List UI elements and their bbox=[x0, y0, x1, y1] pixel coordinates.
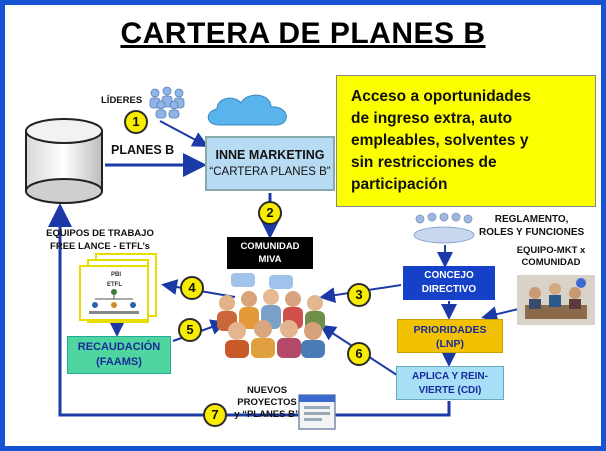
team-card-front: PBI ETFL bbox=[79, 265, 149, 321]
inne-subtitle: “CARTERA PLANES B” bbox=[209, 166, 331, 178]
recaudacion-box: RECAUDACIÓN (FAAMS) bbox=[67, 336, 171, 374]
equipo-mkt-line: EQUIPO-MKT x bbox=[516, 245, 586, 256]
concejo-line: CONCEJO bbox=[424, 270, 474, 281]
step-7-badge: 7 bbox=[203, 403, 227, 427]
step-5-badge: 5 bbox=[178, 318, 202, 342]
reglamento-line: ROLES Y FUNCIONES bbox=[479, 227, 585, 238]
concejo-line: DIRECTIVO bbox=[421, 284, 477, 295]
step-4-badge: 4 bbox=[180, 276, 204, 300]
nuevos-line: y “PLANES B” bbox=[234, 409, 300, 420]
lideres-label: LÍDERES bbox=[101, 95, 143, 106]
arrow-lideres bbox=[159, 120, 209, 147]
cloud-icon bbox=[207, 94, 287, 126]
step-2-badge: 2 bbox=[258, 201, 282, 225]
equipos-line: FREE LANCE - ETFL’s bbox=[50, 241, 150, 252]
highlight-box: Acceso a oportunidades de ingreso extra,… bbox=[336, 75, 596, 207]
equipos-line: EQUIPOS DE TRABAJO bbox=[46, 228, 154, 239]
highlight-line: Acceso a oportunidades bbox=[351, 88, 532, 105]
team-photo-icon bbox=[517, 275, 595, 325]
recaudacion-line: (FAAMS) bbox=[96, 356, 142, 368]
prioridades-line: PRIORIDADES bbox=[413, 324, 487, 336]
reglamento-label: REGLAMENTO, ROLES Y FUNCIONES bbox=[479, 213, 584, 239]
nuevos-proyectos-label: NUEVOS PROYECTOS y “PLANES B” bbox=[219, 385, 315, 421]
database-icon bbox=[25, 118, 103, 204]
highlight-line: de ingreso extra, auto bbox=[351, 110, 513, 127]
aplica-reinvierte-box: APLICA Y REIN- VIERTE (CDI) bbox=[396, 366, 504, 400]
community-crowd-icon bbox=[217, 289, 325, 358]
highlight-line: sin restricciones de bbox=[351, 154, 497, 171]
card-header: PBI bbox=[111, 272, 121, 278]
comunidad-line: COMUNIDAD bbox=[240, 241, 300, 252]
step-3-badge: 3 bbox=[347, 283, 371, 307]
comunidad-line: MIVA bbox=[258, 254, 282, 265]
highlight-line: participación bbox=[351, 176, 448, 193]
meeting-table-icon bbox=[413, 212, 475, 244]
leaders-group-icon bbox=[149, 86, 185, 119]
prioridades-box: PRIORIDADES (LNP) bbox=[397, 319, 503, 353]
document-icon bbox=[298, 394, 336, 430]
prioridades-line: (LNP) bbox=[436, 338, 464, 350]
nuevos-line: PROYECTOS bbox=[237, 397, 297, 408]
recaudacion-line: RECAUDACIÓN bbox=[77, 341, 161, 353]
concejo-directivo-box: CONCEJO DIRECTIVO bbox=[403, 266, 495, 300]
equipo-mkt-line: COMUNIDAD bbox=[521, 257, 581, 268]
card-team: ETFL bbox=[107, 282, 122, 288]
aplica-line: APLICA Y REIN- bbox=[412, 371, 488, 382]
page-title: CARTERA DE PLANES B bbox=[120, 17, 486, 50]
inne-marketing-box: INNE MARKETING “CARTERA PLANES B” bbox=[205, 136, 335, 191]
aplica-line: VIERTE (CDI) bbox=[418, 385, 482, 396]
inne-title: INNE MARKETING bbox=[215, 148, 325, 162]
planes-b-label: PLANES B bbox=[111, 143, 175, 157]
highlight-line: empleables, solventes y bbox=[351, 132, 529, 149]
equipo-mkt-label: EQUIPO-MKT x COMUNIDAD bbox=[507, 245, 595, 269]
equipos-label: EQUIPOS DE TRABAJO FREE LANCE - ETFL’s bbox=[45, 227, 155, 253]
org-chart-icon: PBI ETFL bbox=[89, 272, 139, 314]
speech-bubbles-icon bbox=[231, 273, 293, 289]
nuevos-line: NUEVOS bbox=[246, 385, 288, 396]
step-6-badge: 6 bbox=[347, 342, 371, 366]
step-1-badge: 1 bbox=[124, 110, 148, 134]
comunidad-miva-box: COMUNIDAD MIVA bbox=[227, 237, 313, 269]
reglamento-line: REGLAMENTO, bbox=[494, 214, 569, 225]
arrow-loop-back bbox=[48, 203, 451, 417]
